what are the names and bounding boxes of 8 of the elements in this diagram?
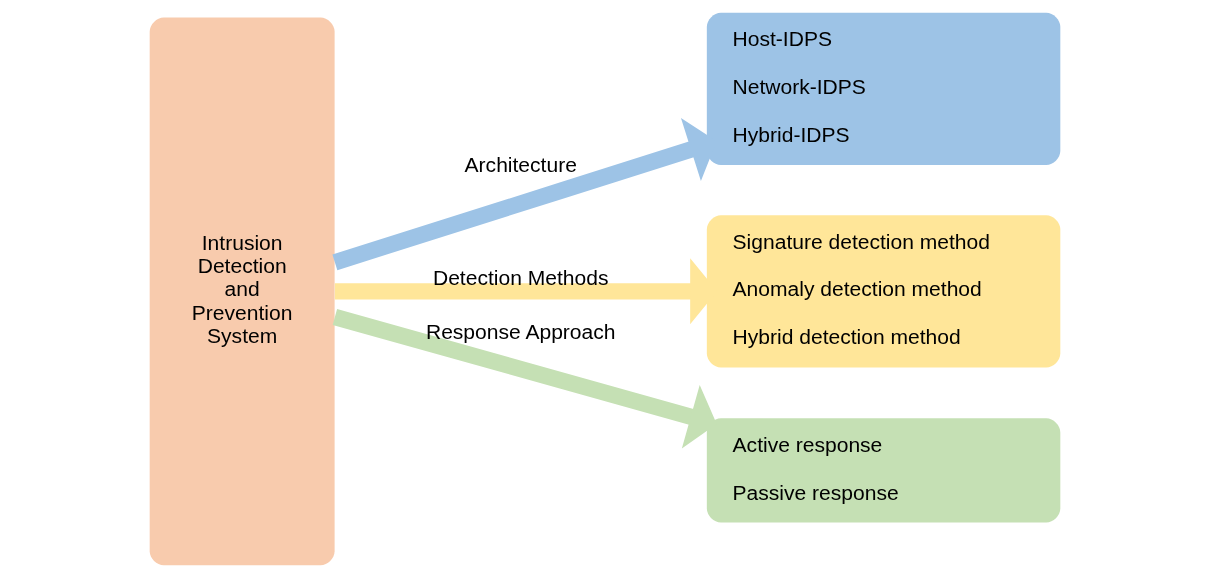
- node-box: Signature detection method Anomaly detection method Hybrid detection method: [706, 215, 1060, 368]
- node-box: Host-IDPS Network-IDPS Hybrid-IDPS: [706, 12, 1060, 165]
- node-box: Active response Passive response: [706, 418, 1060, 523]
- edge-label: Architecture: [464, 153, 577, 177]
- arrow: [332, 309, 717, 449]
- node-box: Intrusion Detection and Prevention System: [149, 17, 335, 566]
- edge-label: Response Approach: [425, 319, 616, 343]
- edge-label: Detection Methods: [432, 265, 608, 289]
